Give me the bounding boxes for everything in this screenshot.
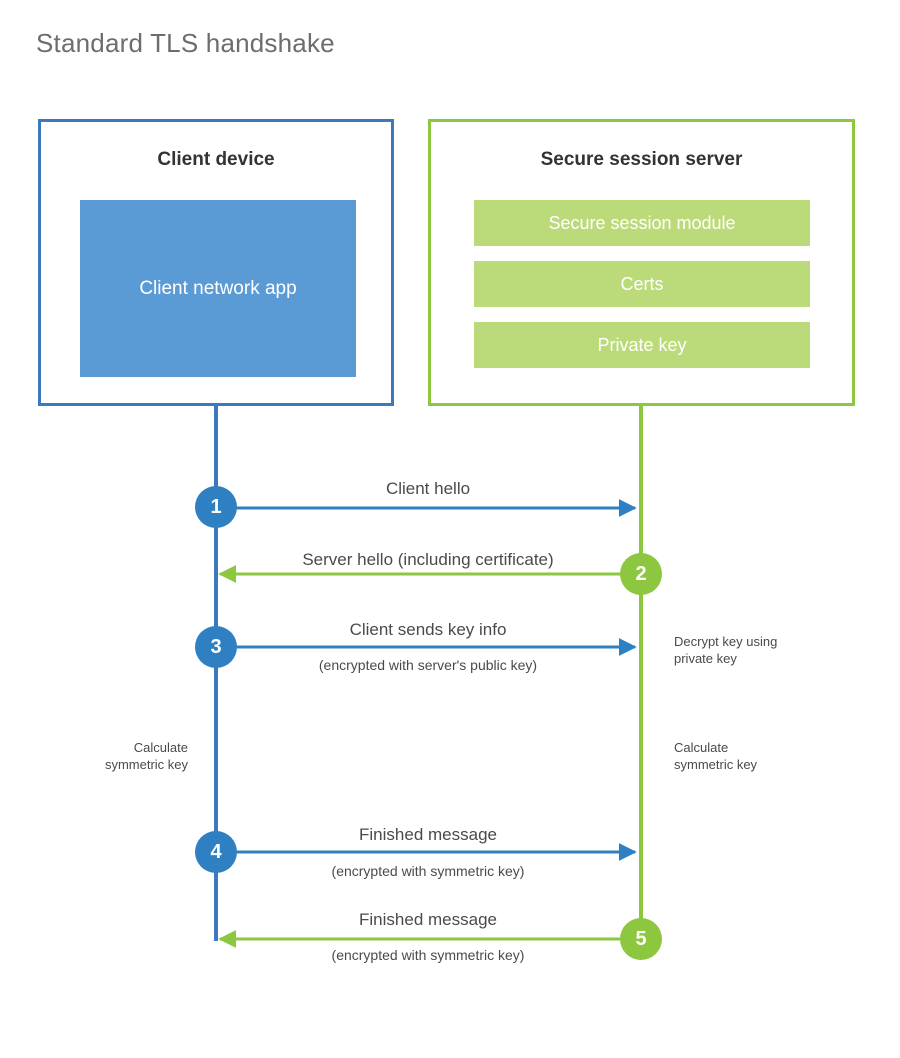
step-circle-3[interactable]: 3 [195, 626, 237, 668]
client-network-app-block: Client network app [80, 200, 356, 377]
secure-session-server-box: Secure session server Secure session mod… [428, 119, 855, 406]
message-label-step-1: Client hello [385, 479, 471, 498]
secure-session-server-title: Secure session server [540, 149, 743, 170]
annotation-client-calculate-symmetric-key: Calculate symmetric key [104, 740, 188, 772]
message-sublabel-step-5: (encrypted with symmetric key) [331, 947, 525, 963]
annotation-server-calculate-symmetric-key: Calculate symmetric key [674, 740, 758, 772]
step-circle-5[interactable]: 5 [620, 918, 662, 960]
message-label-step-5: Finished message [359, 910, 497, 929]
message-sublabel-step-4: (encrypted with symmetric key) [331, 863, 525, 879]
server-lifeline [639, 404, 643, 938]
message-label-step-4: Finished message [359, 825, 497, 844]
step-circle-1[interactable]: 1 [195, 486, 237, 528]
message-label-step-2: Server hello (including certificate) [302, 550, 554, 569]
server-module-private-key: Private key [474, 322, 810, 368]
server-module-list: Secure session module Certs Private key [474, 200, 810, 368]
step-circle-2[interactable]: 2 [620, 553, 662, 595]
page-title: Standard TLS handshake [36, 28, 335, 58]
server-module-certs: Certs [474, 261, 810, 307]
message-sublabel-step-3: (encrypted with server's public key) [318, 657, 538, 673]
client-device-box: Client device Client network app [38, 119, 394, 406]
client-device-title: Client device [157, 149, 275, 170]
server-module-secure-session-module: Secure session module [474, 200, 810, 246]
message-label-step-3: Client sends key info [349, 620, 507, 639]
client-lifeline [214, 404, 218, 941]
step-circle-4[interactable]: 4 [195, 831, 237, 873]
annotation-decrypt-key: Decrypt key using private key [674, 634, 778, 666]
